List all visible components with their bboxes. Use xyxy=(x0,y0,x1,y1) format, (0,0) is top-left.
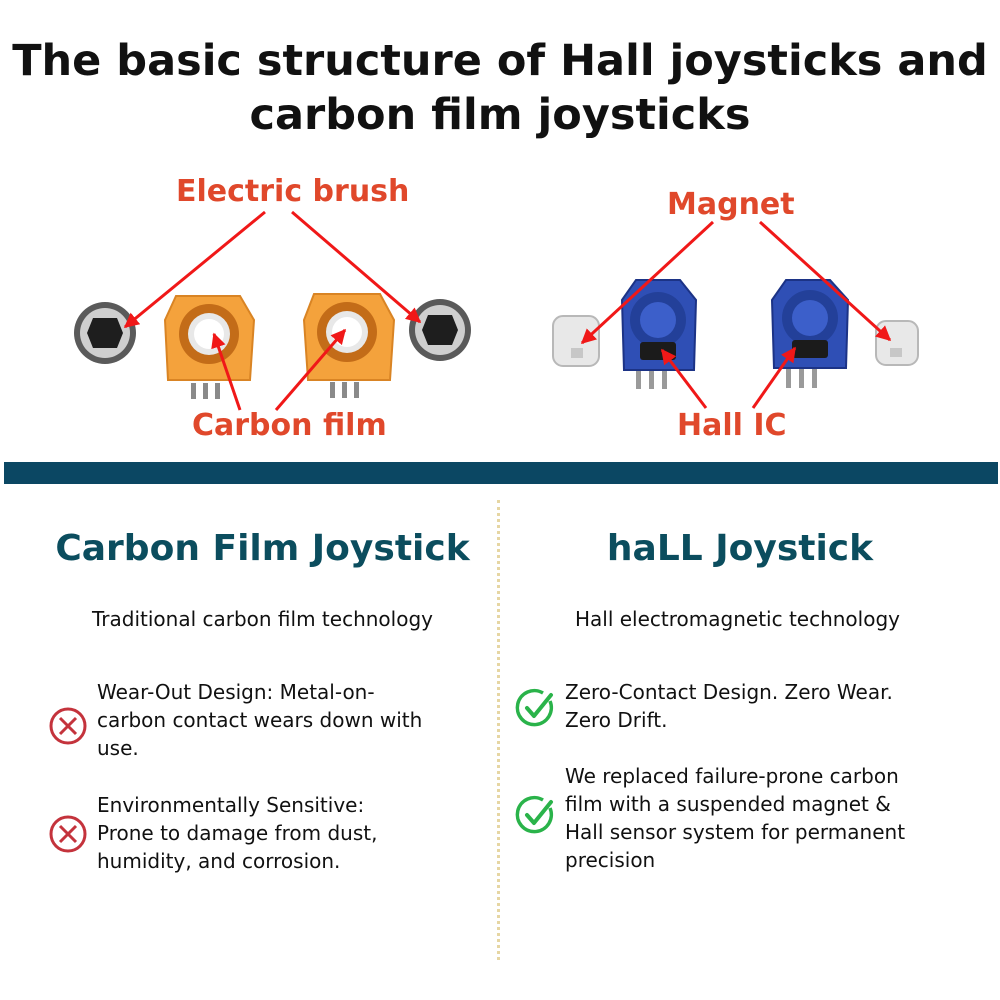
section-divider xyxy=(4,462,998,484)
carbon-item-1: Wear-Out Design: Metal-on- carbon contac… xyxy=(97,680,423,760)
electric-brush-label: Electric brush xyxy=(176,174,410,209)
check-circle-icon xyxy=(515,687,557,733)
callout-arrows xyxy=(123,210,892,411)
hall-module-left xyxy=(620,279,698,389)
electric-brush-right xyxy=(409,299,471,361)
title-line-1: The basic structure of Hall joysticks an… xyxy=(12,36,988,86)
magnet-right xyxy=(875,320,919,366)
hall-subheading: Hall electromagnetic technology xyxy=(574,607,900,631)
hall-ic-label: Hall IC xyxy=(677,408,787,443)
magnet-label: Magnet xyxy=(667,187,795,222)
title-line-2: carbon film joysticks xyxy=(249,90,751,140)
cross-circle-icon xyxy=(47,813,89,859)
hall-item-1: Zero-Contact Design. Zero Wear. Zero Dri… xyxy=(565,680,893,732)
check-circle-icon xyxy=(515,794,557,840)
carbon-film-pot-right xyxy=(302,293,396,398)
cross-circle-icon xyxy=(47,705,89,751)
hall-module-right xyxy=(770,279,850,388)
carbon-film-subheading: Traditional carbon film technology xyxy=(92,607,433,631)
carbon-item-2: Environmentally Sensitive: Prone to dama… xyxy=(97,793,378,873)
page-title: The basic structure of Hall joysticks an… xyxy=(0,34,1000,142)
carbon-film-heading: Carbon Film Joystick xyxy=(55,528,470,569)
electric-brush-left xyxy=(74,302,136,364)
hall-heading: haLL Joystick xyxy=(606,528,874,569)
carbon-film-label: Carbon film xyxy=(192,408,387,443)
hall-item-2: We replaced failure-prone carbon film wi… xyxy=(565,764,906,872)
component-diagram xyxy=(74,210,919,411)
magnet-left xyxy=(552,315,600,367)
column-separator xyxy=(497,500,506,960)
carbon-film-pot-left xyxy=(163,295,256,399)
